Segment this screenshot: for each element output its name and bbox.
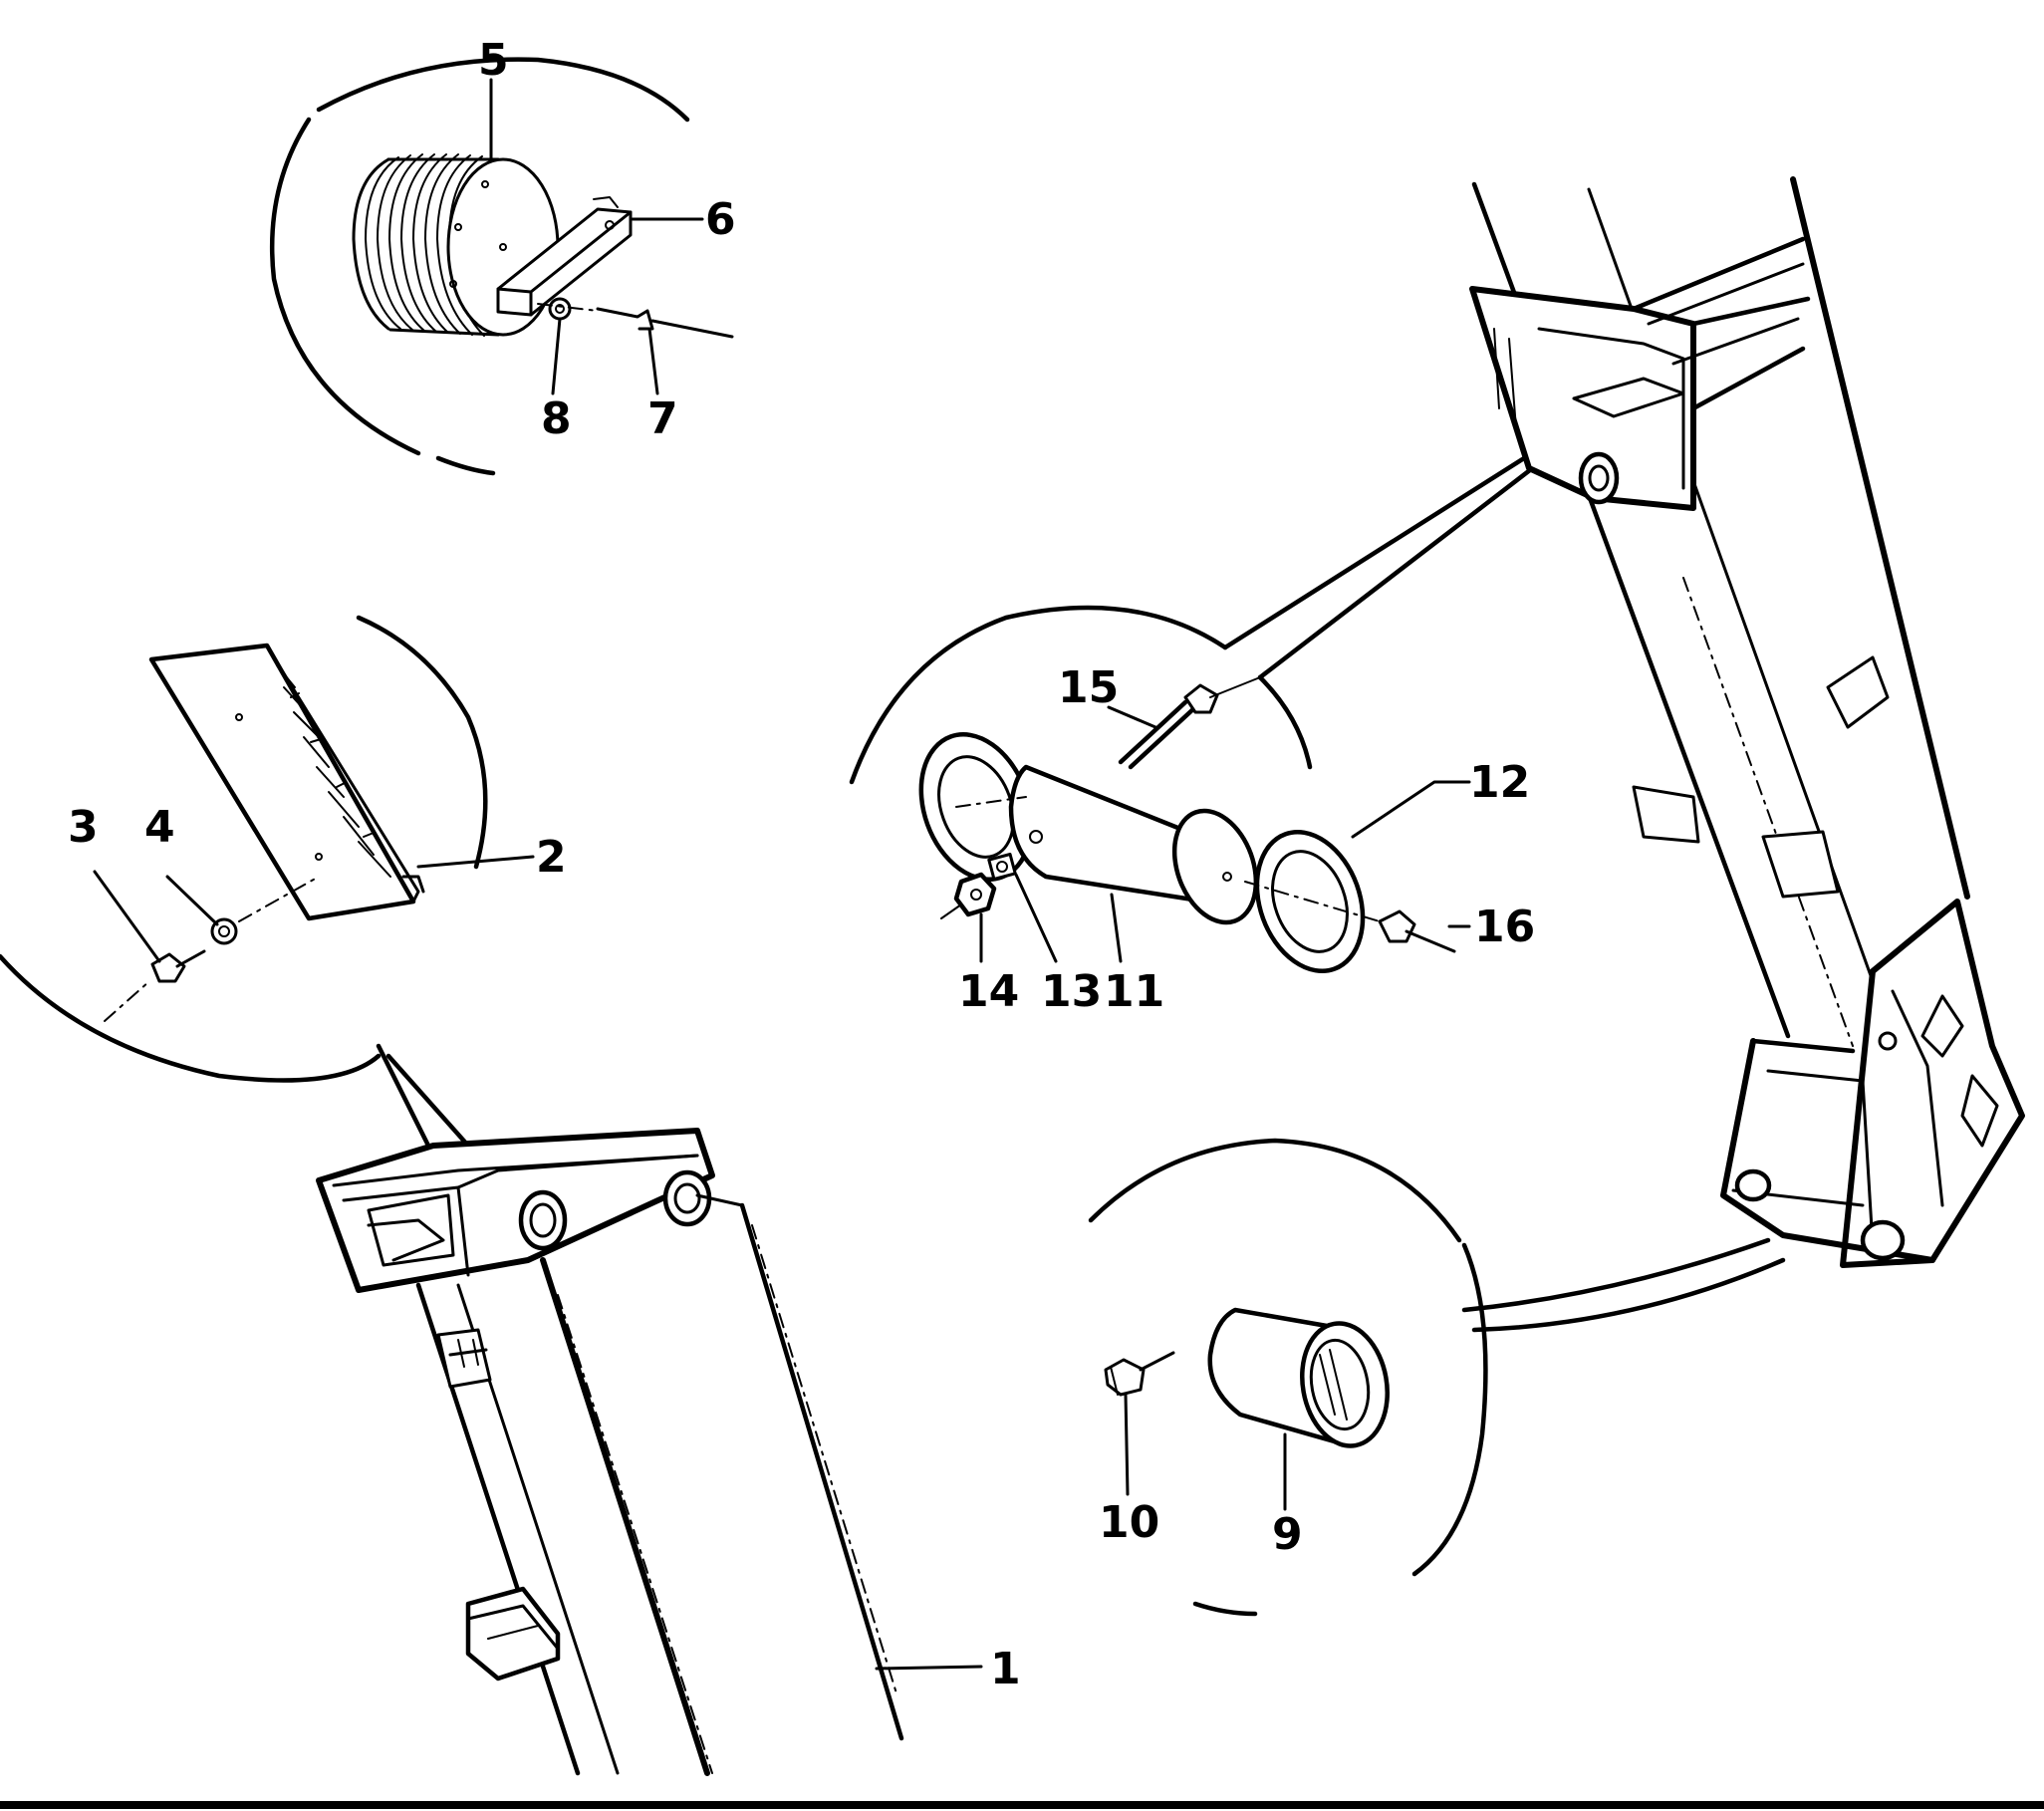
label-part-4: 4: [144, 802, 175, 853]
bushing-part-9: [1207, 1307, 1390, 1448]
pivot-pin-part-11: [1008, 764, 1259, 925]
bolt-part-16: [1378, 909, 1456, 953]
boom-section-part-1: [316, 1128, 904, 1776]
part-labels: 1 2 3 4 5 6 7 8 9 10 11 12 13 14 15 16: [68, 35, 1535, 1694]
detail-circle-cylinder-cap: [269, 57, 734, 476]
label-part-5: 5: [478, 35, 509, 86]
bolt-part-3: [150, 949, 206, 983]
retaining-bar-part-6: [496, 196, 633, 317]
detail-circle-pin-assembly: [849, 455, 1542, 974]
boom-bushing-left: [518, 1189, 568, 1251]
label-part-8: 8: [541, 393, 572, 444]
label-part-6: 6: [705, 194, 736, 245]
label-part-2: 2: [536, 832, 567, 883]
label-part-1: 1: [990, 1644, 1021, 1694]
label-part-16: 16: [1474, 902, 1535, 952]
lower-bracket: [1720, 899, 2025, 1268]
wear-plate-part-2: [148, 643, 425, 921]
upper-bracket: [1469, 236, 1811, 511]
label-part-15: 15: [1058, 662, 1119, 713]
label-part-3: 3: [68, 802, 99, 853]
label-part-13: 13: [1041, 966, 1102, 1017]
grease-nipple-part-10: [1104, 1351, 1175, 1397]
detail-circle-bushing: [1088, 1138, 1786, 1617]
detail-circle-wear-plate: [0, 615, 488, 1149]
label-part-10: 10: [1099, 1497, 1159, 1548]
bolt-part-7: [596, 307, 734, 339]
leader-lines: [93, 78, 1471, 1671]
boom-bushing-right: [662, 1169, 744, 1227]
nut-part-14: [940, 872, 997, 919]
nut-part-8: [548, 297, 572, 321]
label-part-9: 9: [1272, 1509, 1303, 1560]
washer-part-13: [987, 852, 1017, 882]
label-part-12: 12: [1469, 757, 1530, 808]
label-part-11: 11: [1104, 966, 1164, 1017]
boom-lower-pad: [465, 1586, 561, 1682]
label-part-14: 14: [958, 966, 1019, 1017]
upper-boom-section: [1469, 176, 2025, 1268]
lock-bolt-part-15: [1118, 676, 1261, 770]
label-part-7: 7: [647, 393, 678, 444]
